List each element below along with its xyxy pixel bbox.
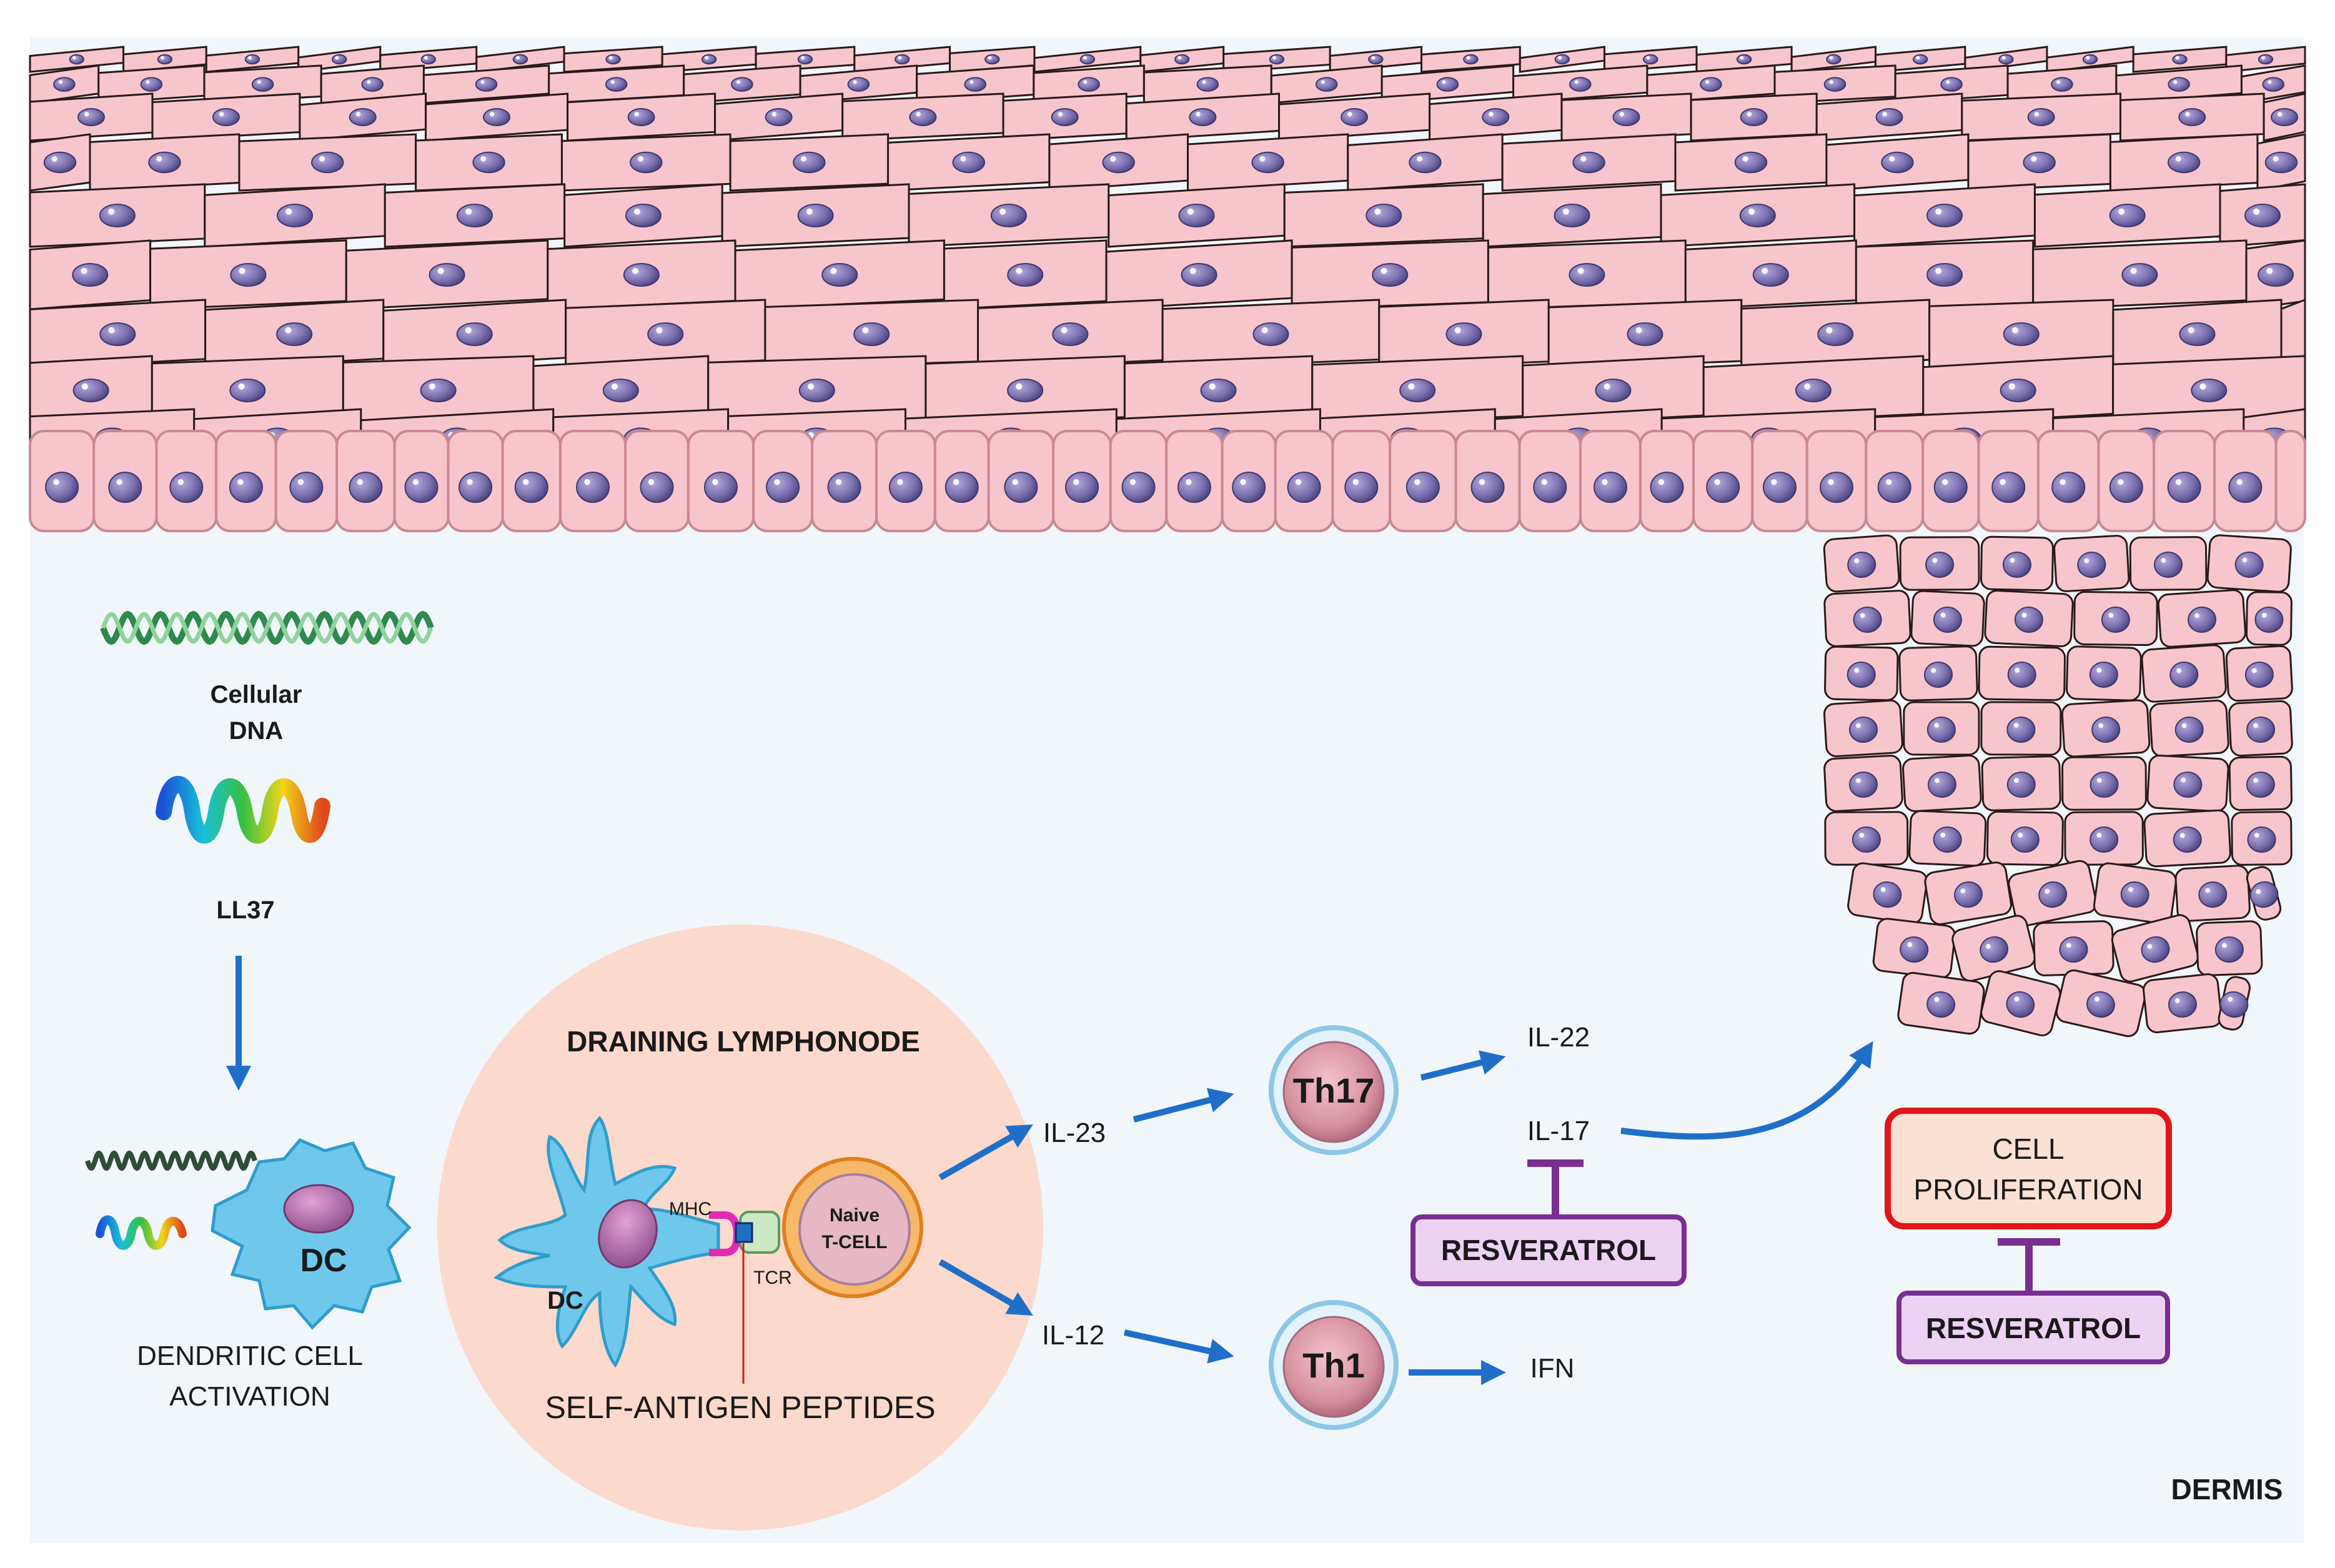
tcr-receptor-icon — [735, 1211, 780, 1254]
resveratrol-box-1 — [1410, 1214, 1687, 1286]
mhc-label: MHC — [669, 1199, 711, 1219]
dendritic-activation-label: DENDRITIC CELL — [137, 1341, 363, 1371]
naive-t-cell-label: T-CELL — [822, 1232, 888, 1253]
ifn-label: IFN — [1530, 1353, 1575, 1384]
tcr-label: TCR — [753, 1268, 792, 1288]
ll37-label: LL37 — [216, 896, 274, 924]
il17-to-proliferation-arrow — [1620, 1041, 1873, 1140]
il12-to-th1-arrow — [1123, 1329, 1234, 1364]
hyperproliferative-epidermis — [1823, 534, 2293, 1038]
th1-label: Th1 — [1302, 1346, 1365, 1385]
dendritic-activation-label: ACTIVATION — [169, 1381, 330, 1412]
resveratrol-label-1: RESVERATROL — [1441, 1234, 1656, 1266]
resveratrol-inhibits-il17 — [1527, 1159, 1584, 1215]
il22-label: IL-22 — [1527, 1022, 1590, 1053]
cell-proliferation-label: PROLIFERATION — [1913, 1173, 2143, 1206]
node-to-il12-arrow — [938, 1259, 1033, 1316]
cell-proliferation-label: CELL — [1992, 1133, 2064, 1165]
dc-node-label: DC — [547, 1287, 583, 1314]
lymphonode-title: DRAINING LYMPHONODE — [567, 1025, 920, 1058]
dendritic-cell-node-icon — [493, 1116, 720, 1368]
il17-label: IL-17 — [1527, 1116, 1590, 1146]
ll37-peptide-icon — [156, 776, 330, 844]
self-antigen-label: SELF-ANTIGEN PEPTIDES — [545, 1390, 935, 1425]
th17-to-il22-arrow — [1420, 1050, 1506, 1081]
dermis-label: DERMIS — [2171, 1473, 2283, 1506]
naive-t-cell-label: Naive — [830, 1205, 880, 1226]
resveratrol-box-2 — [1896, 1291, 2170, 1364]
dc-label: DC — [300, 1243, 347, 1279]
il23-label: IL-23 — [1043, 1118, 1106, 1148]
cell-proliferation-box — [1885, 1108, 2172, 1229]
ll37-fragment-icon — [96, 1215, 187, 1250]
dendritic-cell-icon — [211, 1138, 412, 1330]
naive-t-cell-icon — [782, 1157, 923, 1298]
cellular-dna-label: DNA — [229, 717, 284, 745]
epidermis-layer — [29, 46, 2306, 532]
resveratrol-label-2: RESVERATROL — [1926, 1312, 2141, 1344]
il12-label: IL-12 — [1042, 1320, 1104, 1351]
th17-label: Th17 — [1293, 1071, 1375, 1110]
cellular-dna-label: Cellular — [211, 681, 302, 708]
dna-fragment-icon — [85, 1150, 257, 1171]
node-to-il23-arrow — [938, 1124, 1033, 1181]
il23-to-th17-arrow — [1133, 1088, 1234, 1123]
th17-cell-icon — [1269, 1025, 1399, 1155]
cellular-dna-helix-icon — [100, 610, 434, 645]
resveratrol-inhibits-proliferation — [1998, 1238, 2060, 1292]
th1-cell-icon — [1269, 1300, 1399, 1430]
